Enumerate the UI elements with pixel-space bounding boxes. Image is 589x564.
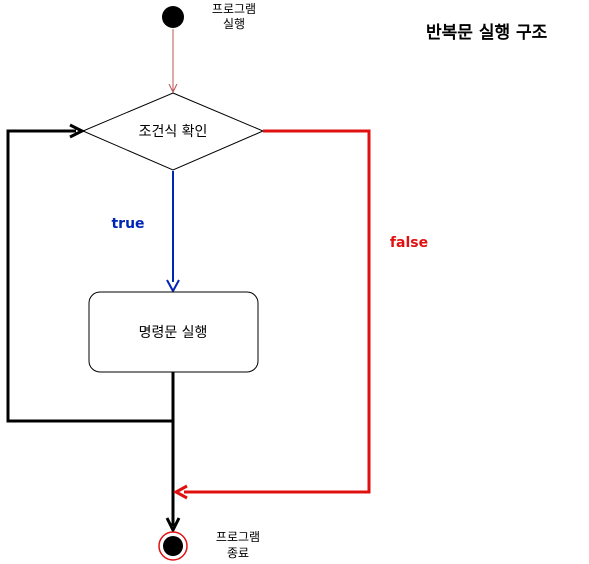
loop-back-arrowhead: [69, 123, 86, 139]
to-end-arrowhead: [165, 517, 181, 534]
end-label-line2: 종료: [227, 546, 249, 560]
true-label: true: [111, 216, 144, 232]
true-edge-arrowhead: [166, 279, 180, 294]
condition-node: [81, 92, 265, 171]
diagram-title: 반복문 실행 구조: [426, 23, 548, 43]
end-node: [163, 536, 183, 556]
start-label-line1: 프로그램: [212, 2, 256, 16]
false-edge: [184, 129, 371, 494]
loop-back-edge: [6, 129, 175, 423]
condition-label: 조건식 확인: [139, 124, 208, 140]
false-edge-arrowhead: [172, 484, 188, 500]
start-node: [162, 6, 184, 28]
statement-label: 명령문 실행: [139, 325, 208, 341]
false-label: false: [390, 235, 428, 251]
start-label-line2: 실행: [223, 16, 245, 31]
end-label-line1: 프로그램: [216, 530, 260, 544]
